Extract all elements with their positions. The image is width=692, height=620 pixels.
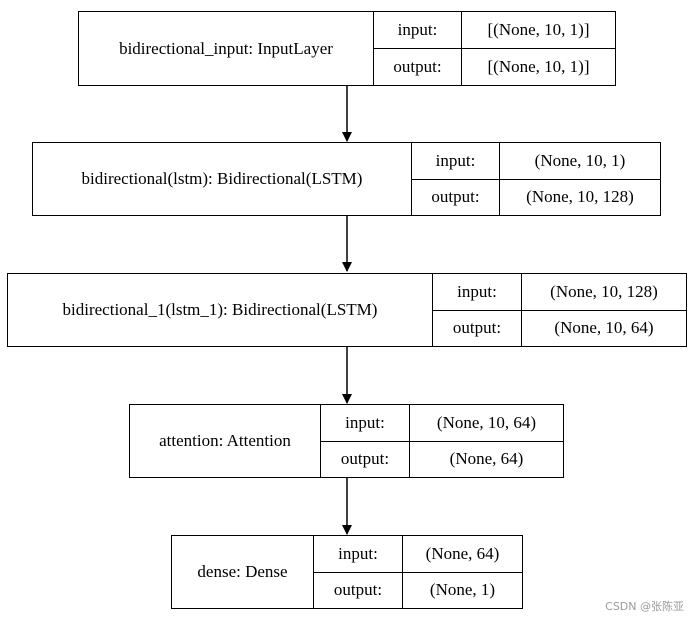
- input-port-label: input:: [457, 281, 497, 301]
- input-shape: (None, 10, 128): [550, 281, 658, 301]
- layer-node-dense: dense: Dense input: output: (None, 64) (…: [171, 535, 523, 609]
- layer-name: bidirectional_1(lstm_1): Bidirectional(L…: [8, 274, 433, 346]
- input-port-label: input:: [345, 412, 385, 432]
- output-port-label: output:: [433, 309, 521, 347]
- output-port-label: output:: [321, 440, 409, 478]
- output-shape: (None, 10, 128): [500, 178, 660, 216]
- layer-name: attention: Attention: [130, 405, 321, 477]
- output-port-label: output:: [314, 571, 402, 609]
- layer-node-bidirectional: bidirectional(lstm): Bidirectional(LSTM)…: [32, 142, 661, 216]
- layer-name: bidirectional(lstm): Bidirectional(LSTM): [33, 143, 412, 215]
- watermark-text: CSDN @张陈亚: [605, 600, 684, 613]
- layer-node-attention: attention: Attention input: output: (Non…: [129, 404, 564, 478]
- input-shape: (None, 10, 1): [534, 150, 626, 170]
- layer-node-bidirectional-input: bidirectional_input: InputLayer input: o…: [78, 11, 616, 86]
- output-shape: [(None, 10, 1)]: [462, 48, 615, 85]
- output-port-label: output:: [374, 48, 461, 85]
- input-port-label: input:: [435, 150, 476, 170]
- input-port-label: input:: [338, 543, 378, 563]
- input-port-label: input:: [397, 20, 438, 39]
- output-shape: (None, 1): [403, 571, 522, 609]
- layer-node-bidirectional-1: bidirectional_1(lstm_1): Bidirectional(L…: [7, 273, 687, 347]
- layer-name: bidirectional_input: InputLayer: [79, 12, 374, 85]
- layer-name: dense: Dense: [172, 536, 314, 608]
- input-shape: [(None, 10, 1)]: [487, 20, 590, 39]
- input-shape: (None, 64): [425, 543, 500, 563]
- output-shape: (None, 10, 64): [522, 309, 686, 347]
- output-port-label: output:: [412, 178, 499, 216]
- output-shape: (None, 64): [410, 440, 563, 478]
- input-shape: (None, 10, 64): [436, 412, 537, 432]
